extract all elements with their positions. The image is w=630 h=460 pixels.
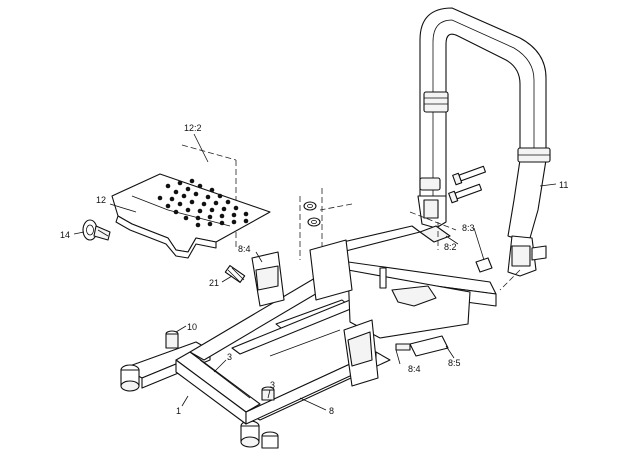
decal-emblem	[82, 219, 111, 241]
callout-8-3: 8:3	[462, 223, 475, 233]
callout-21: 21	[209, 278, 219, 288]
roll-bar	[417, 7, 551, 277]
spring-pin	[224, 265, 246, 283]
callout-leaders	[73, 133, 557, 411]
callout-8-4-upper: 8:4	[238, 244, 251, 254]
callout-8-2: 8:2	[444, 242, 457, 252]
callout-8-5: 8:5	[448, 358, 461, 368]
callout-12: 12	[96, 195, 106, 205]
callout-3-right: 3	[270, 380, 275, 390]
callout-labels: 12:2 12 14 21 8:4 10 3 3 1 8 8:4 8:5 8:2…	[60, 123, 568, 416]
callout-1: 1	[176, 406, 181, 416]
main-frame	[120, 225, 497, 449]
callout-12-2: 12:2	[184, 123, 202, 133]
mounting-bolts	[303, 165, 493, 273]
assembly-centerlines	[181, 144, 521, 291]
callout-11: 11	[559, 180, 568, 190]
callout-8: 8	[329, 406, 334, 416]
callout-10: 10	[187, 322, 197, 332]
callout-8-4-lower: 8:4	[408, 364, 421, 374]
callout-3-left: 3	[227, 352, 232, 362]
foot-platform	[111, 173, 271, 259]
callout-14: 14	[60, 230, 70, 240]
